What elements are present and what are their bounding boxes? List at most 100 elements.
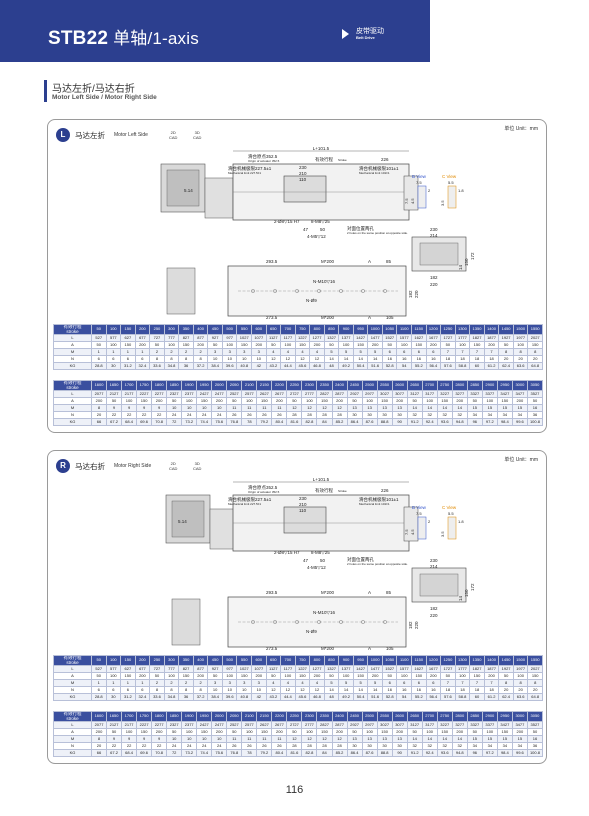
table-cell: 11 bbox=[256, 404, 273, 412]
drive-type-cn: 皮带驱动 bbox=[356, 28, 384, 35]
table-cell: 55.2 bbox=[411, 362, 427, 370]
unit-label: 单位 Unit：mm bbox=[504, 126, 538, 132]
dim-514: 5.14 bbox=[184, 188, 193, 193]
dim-tap-holes: 8-M8▽25 bbox=[311, 550, 330, 555]
table-cell: 1 bbox=[134, 679, 151, 687]
table-cell: 79.2 bbox=[256, 749, 273, 757]
stroke-value: 1450 bbox=[498, 655, 514, 666]
stroke-label-en: stroke bbox=[66, 715, 79, 721]
dim-a-bottom: A bbox=[368, 315, 371, 320]
table-cell: 26 bbox=[271, 742, 288, 750]
table-cell: 16 bbox=[396, 355, 413, 363]
table-cell: 22 bbox=[136, 742, 153, 750]
table-cell: 2227 bbox=[136, 390, 153, 398]
table-cell: 32.4 bbox=[134, 693, 151, 701]
stroke-value: 700 bbox=[280, 655, 296, 666]
table-cell: 16 bbox=[425, 686, 442, 694]
table-cell: 94.8 bbox=[451, 749, 468, 757]
table-cell: 32 bbox=[421, 742, 438, 750]
table-cell: 100 bbox=[481, 397, 498, 405]
dim-opposite-cn: 对面位置两孔 bbox=[347, 225, 374, 232]
table-cell: 150 bbox=[496, 397, 513, 405]
panel-title-en: Motor Left Side bbox=[114, 132, 148, 138]
table-cell: 11 bbox=[271, 735, 288, 743]
table-cell: 87.6 bbox=[361, 749, 378, 757]
dim-origin-en: Origin of actuator 352.5 bbox=[248, 490, 280, 494]
table-cell: 2027 bbox=[527, 665, 543, 673]
dim-2735: 273.5 bbox=[266, 646, 278, 651]
motor-face bbox=[171, 500, 205, 538]
dim-m5-holes: 4-M5▽12 bbox=[307, 234, 326, 239]
table-cell: 37.2 bbox=[192, 362, 209, 370]
table-cell: 3227 bbox=[436, 390, 453, 398]
stroke-value: 400 bbox=[192, 324, 209, 335]
table-cell: 6 bbox=[134, 355, 151, 363]
table-cell: 200 bbox=[192, 341, 209, 349]
carriage-side bbox=[283, 175, 327, 203]
table-cell: 3 bbox=[207, 348, 223, 356]
dim-47: 47 bbox=[303, 227, 309, 232]
table-cell: 6 bbox=[91, 686, 107, 694]
table-cell: 100 bbox=[221, 672, 238, 680]
stroke-value: 1900 bbox=[181, 711, 198, 722]
stroke-value: 1300 bbox=[454, 324, 471, 335]
table-cell: 1627 bbox=[411, 334, 427, 342]
stroke-value: 900 bbox=[338, 324, 354, 335]
stroke-value: 700 bbox=[280, 324, 296, 335]
table-cell: 22 bbox=[121, 411, 138, 419]
table-cell: 8 bbox=[90, 404, 108, 412]
table-cell: 16 bbox=[396, 686, 413, 694]
table-cell: 1977 bbox=[512, 334, 529, 342]
row-label: N bbox=[53, 355, 92, 363]
stroke-value: 300 bbox=[163, 324, 180, 335]
table-cell: 52.8 bbox=[381, 693, 398, 701]
dim-n-9: N-Ø9 bbox=[306, 629, 317, 634]
table-cell: 13 bbox=[376, 404, 393, 412]
dim-m200-top: M*200 bbox=[321, 259, 335, 264]
dim-c-55: 5.5 bbox=[448, 511, 454, 516]
stroke-value: 2850 bbox=[466, 380, 483, 391]
table-cell: 24 bbox=[166, 411, 183, 419]
table-cell: 33.6 bbox=[149, 693, 165, 701]
row-label: L bbox=[53, 721, 92, 729]
table-cell: 11 bbox=[256, 735, 273, 743]
table-cell: 20 bbox=[512, 686, 529, 694]
mounting-hole bbox=[361, 289, 365, 293]
table-cell: 150 bbox=[178, 341, 194, 349]
table-cell: 88.8 bbox=[376, 418, 393, 426]
table-cell: 1177 bbox=[280, 665, 296, 673]
table-cell: 91.2 bbox=[406, 418, 423, 426]
dim-b-75: 7.5 bbox=[416, 511, 422, 516]
table-cell: 30 bbox=[361, 742, 378, 750]
dim-opposite-en: 2 holes on the same position at opposite… bbox=[347, 231, 408, 235]
table-cell: 28 bbox=[331, 411, 348, 419]
table-cell: 10 bbox=[221, 355, 238, 363]
table-cell: 60 bbox=[469, 693, 485, 701]
table-cell: 6 bbox=[425, 679, 442, 687]
table-cell: 1 bbox=[91, 679, 107, 687]
stroke-value: 1350 bbox=[469, 324, 485, 335]
table-cell: 2427 bbox=[196, 721, 213, 729]
stroke-value: 1700 bbox=[121, 711, 138, 722]
dim-end-230: 230 bbox=[430, 558, 438, 563]
table-cell: 3277 bbox=[451, 721, 468, 729]
stroke-value: 200 bbox=[134, 655, 151, 666]
table-cell: 68.4 bbox=[121, 418, 138, 426]
mounting-hole bbox=[361, 620, 365, 624]
table-cell: 48 bbox=[323, 362, 340, 370]
table-cell: 12 bbox=[265, 686, 282, 694]
table-cell: 1677 bbox=[425, 334, 442, 342]
mounting-hole bbox=[251, 620, 255, 624]
dim-c-35: 3.5 bbox=[440, 200, 445, 206]
end-view-inner bbox=[419, 242, 459, 266]
table-cell: 34 bbox=[466, 742, 483, 750]
